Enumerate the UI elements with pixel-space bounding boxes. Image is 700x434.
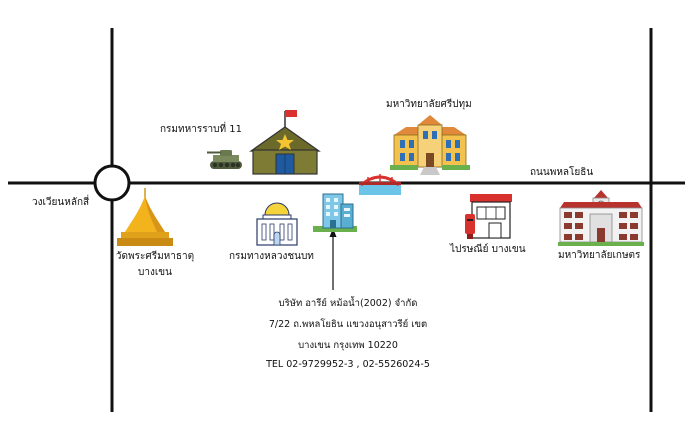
temple-label-line1: วัดพระศรีมหาธาตุ: [115, 251, 195, 262]
domed-government-building-icon: [256, 202, 298, 246]
golden-pagoda-icon: [117, 188, 173, 246]
tank-icon: [207, 150, 242, 169]
post-office-label: ไปรษณีย์ บางเขน: [450, 244, 526, 255]
sripatum-label: มหาวิทยาลัยศรีปทุม: [386, 99, 472, 110]
post-office-icon: [465, 194, 512, 239]
bridge-icon: [359, 174, 401, 195]
kasetsart-label: มหาวิทยาลัยเกษตร: [558, 250, 641, 261]
pointer-arrowhead: [329, 228, 337, 237]
roundabout-label: วงเวียนหลักสี่: [32, 197, 90, 208]
army-label: กรมทหารราบที่ 11: [160, 124, 243, 135]
company-name: บริษัท อารีย์ หม้อน้ำ(2002) จำกัด: [278, 298, 418, 309]
office-tower-icon: [313, 193, 357, 232]
university-building-icon: [390, 115, 470, 175]
temple-label-line2: บางเขน: [138, 267, 172, 278]
road-label: ถนนพหลโยธิน: [530, 167, 594, 178]
company-phone: TEL 02-9729952-3 , 02-5526024-5: [266, 359, 430, 370]
army-barracks-icon: [249, 110, 321, 175]
roundabout-circle: [93, 164, 131, 202]
rural-roads-label: กรมทางหลวงชนบท: [229, 251, 314, 262]
company-address-line1: 7/22 ถ.พหลโยธิน แขวงอนุสาวรีย์ เขต: [268, 319, 428, 330]
company-address-line2: บางเขน กรุงเทพ 10220: [298, 340, 398, 351]
university-campus-icon: [558, 190, 644, 246]
